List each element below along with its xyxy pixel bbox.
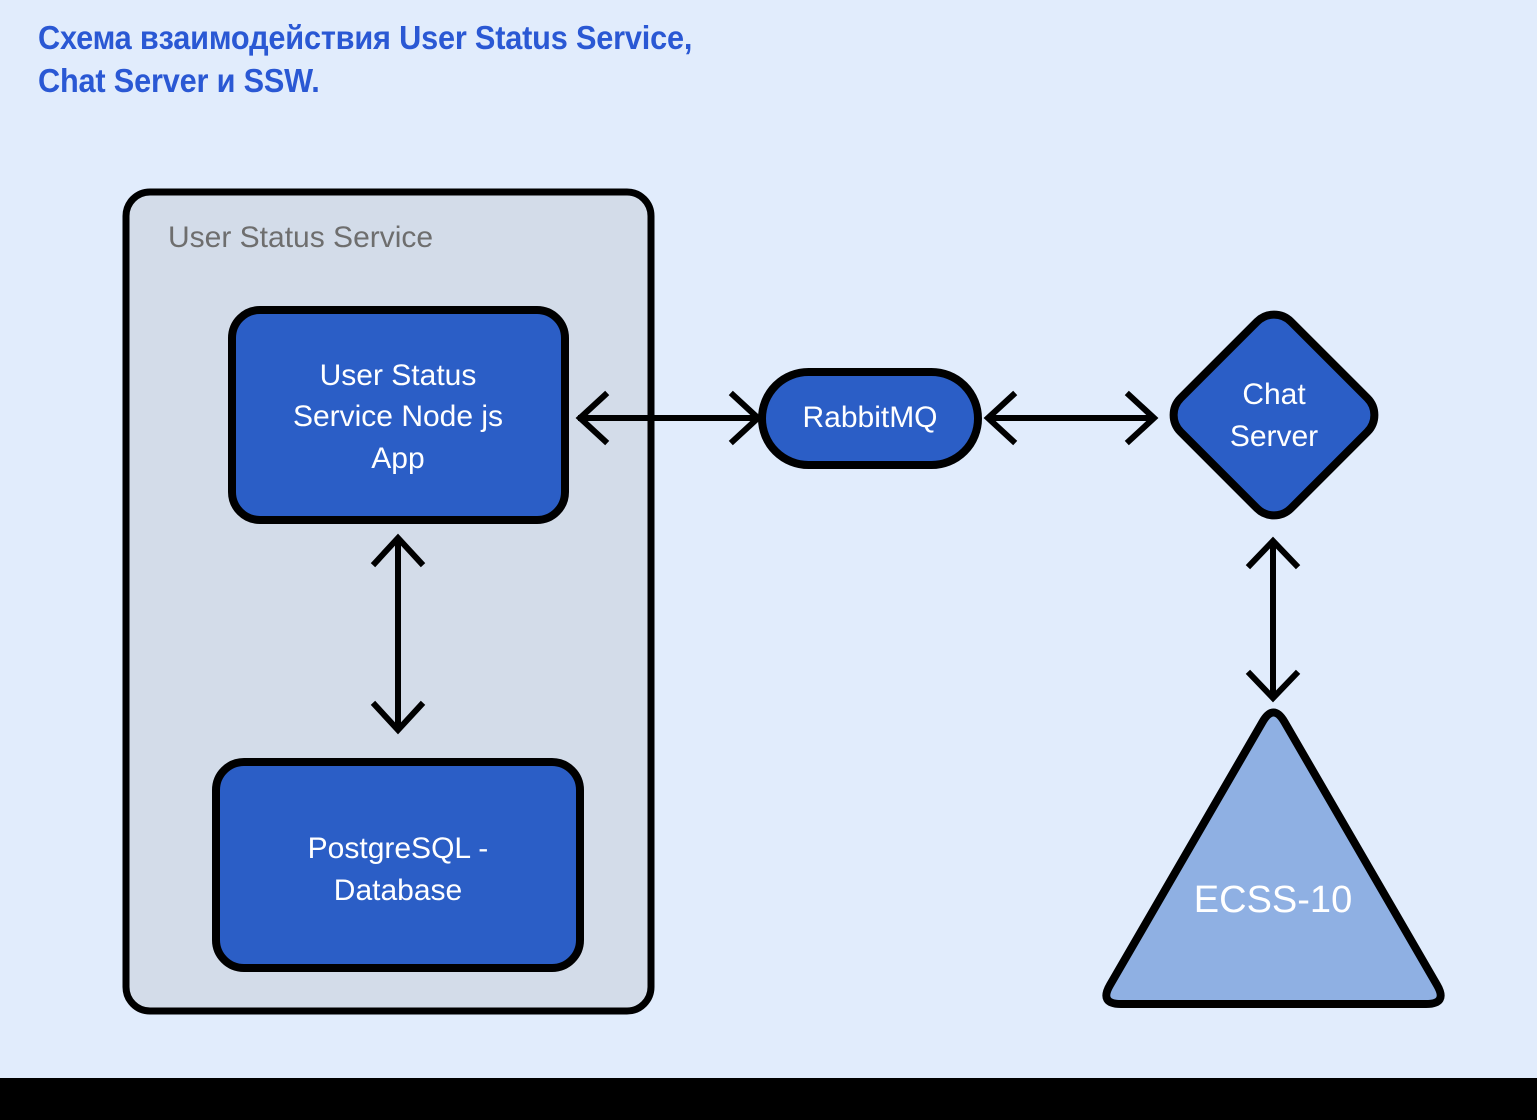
- arrowhead-right-icon: [728, 390, 763, 446]
- node-label-line-1: PostgreSQL -: [308, 832, 489, 865]
- node-postgresql-database[interactable]: PostgreSQL - Database: [212, 758, 584, 972]
- edge-chat-server-ecss10[interactable]: [1245, 536, 1301, 703]
- node-label-line-1: User Status: [320, 359, 477, 392]
- node-shape-triangle: [1102, 708, 1445, 1008]
- group-label-user-status-service: User Status Service: [168, 221, 433, 254]
- node-shape-rounded-rect: [212, 758, 584, 972]
- node-user-status-service-node-js-app[interactable]: User Status Service Node js App: [228, 306, 569, 524]
- node-rabbitmq[interactable]: RabbitMQ: [758, 368, 982, 469]
- edge-app-postgresql[interactable]: [370, 533, 426, 735]
- node-label: ECSS-10: [1194, 879, 1352, 921]
- arrowhead-right-icon: [1124, 390, 1159, 446]
- arrowhead-up-icon: [1245, 536, 1301, 570]
- node-chat-server[interactable]: Chat Server: [1164, 305, 1385, 526]
- arrowhead-down-icon: [370, 700, 426, 735]
- node-shape-stadium: [758, 368, 982, 469]
- bottom-bar: [0, 1078, 1537, 1120]
- node-label-line-2: Server: [1230, 420, 1318, 453]
- page-title: Схема взаимодействия User Status Service…: [38, 19, 693, 99]
- edge-rabbitmq-chat-server[interactable]: [983, 390, 1159, 446]
- node-label-line-2: Service Node js: [293, 400, 503, 433]
- node-shape-rounded-rect: [228, 306, 569, 524]
- node-ecss-10[interactable]: ECSS-10: [1102, 708, 1445, 1008]
- arrowhead-up-icon: [370, 533, 426, 568]
- arrowhead-down-icon: [1245, 669, 1301, 703]
- arrowhead-left-icon: [983, 390, 1018, 446]
- node-label-line-2: Database: [334, 874, 462, 907]
- arrowhead-left-icon: [575, 390, 610, 446]
- node-label: RabbitMQ: [802, 401, 937, 434]
- node-shape-diamond: [1169, 310, 1379, 520]
- edge-app-rabbitmq[interactable]: [575, 390, 763, 446]
- node-label-line-1: Chat: [1242, 378, 1306, 411]
- node-label-line-3: App: [371, 442, 424, 475]
